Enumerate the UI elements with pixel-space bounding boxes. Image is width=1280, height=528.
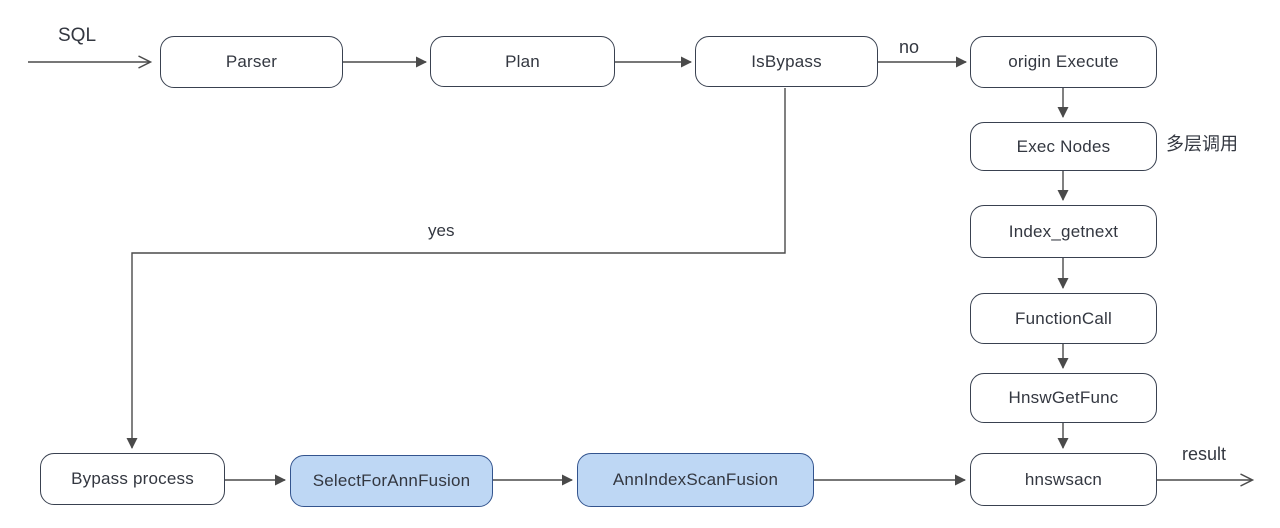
- node-bypass-process-label: Bypass process: [71, 469, 194, 488]
- node-select-for-ann-fusion-label: SelectForAnnFusion: [312, 471, 471, 490]
- node-isbypass-label: IsBypass: [751, 51, 822, 71]
- node-exec-nodes-label: Exec Nodes: [1016, 136, 1111, 156]
- node-hnsw-get-func: HnswGetFunc: [970, 373, 1157, 423]
- node-origin-execute: origin Execute: [970, 36, 1157, 88]
- edge-label-result: result: [1182, 444, 1227, 464]
- node-bypass-process: Bypass process: [40, 453, 225, 505]
- node-function-call-label: FunctionCall: [1015, 308, 1112, 328]
- node-ann-index-scan-fusion-label: AnnIndexScanFusion: [612, 470, 779, 489]
- node-hnsw-get-func-label: HnswGetFunc: [1008, 388, 1119, 407]
- edge-label-sql: SQL: [58, 25, 97, 46]
- node-select-for-ann-fusion: SelectForAnnFusion: [290, 455, 493, 507]
- node-plan-label: Plan: [505, 51, 540, 71]
- node-exec-nodes: Exec Nodes: [970, 122, 1157, 171]
- node-function-call: FunctionCall: [970, 293, 1157, 344]
- node-isbypass: IsBypass: [695, 36, 878, 87]
- edge-isbypass-yes-bypass-process: [126, 88, 786, 449]
- edge-label-no: no: [899, 37, 920, 57]
- node-hnswsacn-label: hnswsacn: [1024, 469, 1103, 489]
- node-hnswsacn: hnswsacn: [970, 453, 1157, 506]
- node-plan: Plan: [430, 36, 615, 87]
- node-parser-label: Parser: [225, 52, 278, 71]
- node-parser: Parser: [160, 36, 343, 88]
- node-index-getnext-label: Index_getnext: [1008, 221, 1119, 241]
- edge-label-yes: yes: [428, 221, 455, 240]
- node-origin-execute-label: origin Execute: [1008, 52, 1119, 71]
- node-ann-index-scan-fusion: AnnIndexScanFusion: [577, 453, 814, 507]
- node-index-getnext: Index_getnext: [970, 205, 1157, 258]
- annotation-multilayer-call: 多层调用: [1166, 134, 1238, 154]
